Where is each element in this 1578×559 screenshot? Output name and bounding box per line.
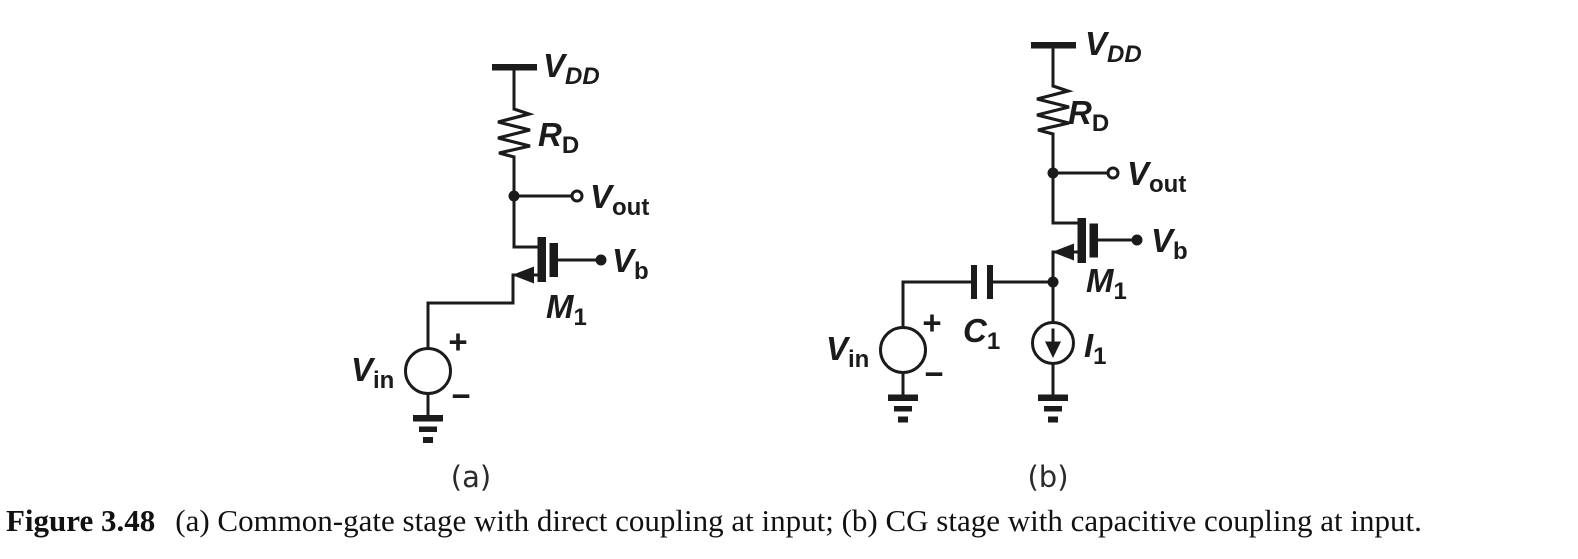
vdd-label: VDD bbox=[543, 47, 600, 90]
drain-lead bbox=[1051, 171, 1080, 225]
figure-caption-text: (a) Common-gate stage with direct coupli… bbox=[175, 503, 1422, 538]
channel-bar bbox=[1077, 218, 1086, 263]
coupling-capacitor-c1 bbox=[971, 265, 993, 299]
vout-label: Vout bbox=[1127, 155, 1186, 198]
source-wire bbox=[426, 273, 515, 350]
ground-bar-1 bbox=[1038, 394, 1068, 401]
ground-bar-3 bbox=[898, 416, 908, 423]
i1-label: I1 bbox=[1084, 327, 1107, 370]
vdd-rail bbox=[1031, 42, 1076, 49]
m1-label: M1 bbox=[546, 288, 587, 331]
ground-bar-2 bbox=[894, 406, 912, 412]
resistor-rd bbox=[497, 107, 535, 159]
c1-label: C1 bbox=[963, 312, 1000, 355]
i1-ground-symbol bbox=[1038, 362, 1068, 423]
vin-source: + − bbox=[879, 304, 944, 392]
source-arrow bbox=[512, 266, 534, 284]
sublabel-b: (b) bbox=[1027, 460, 1068, 494]
gate-terminal-dot bbox=[595, 254, 607, 266]
figure-caption: Figure 3.48 (a) Common-gate stage with di… bbox=[6, 503, 1576, 539]
current-source-i1 bbox=[1031, 321, 1075, 365]
gate-terminal-dot bbox=[1131, 234, 1143, 246]
vin-label: Vin bbox=[351, 351, 394, 394]
mosfet-m1 bbox=[511, 237, 558, 284]
cap-to-vin-wire bbox=[901, 280, 973, 329]
source-node-dot bbox=[1047, 276, 1059, 288]
vdd-rail bbox=[492, 64, 537, 71]
vin-source-circle bbox=[404, 347, 452, 395]
m1-label: M1 bbox=[1086, 262, 1127, 305]
mosfet-m1 bbox=[1051, 218, 1098, 263]
resistor-rd bbox=[1036, 84, 1074, 136]
ground-bar-1 bbox=[413, 415, 443, 422]
vin-source-circle bbox=[879, 326, 927, 374]
ground-symbol bbox=[413, 392, 443, 443]
vb-label: Vb bbox=[1151, 222, 1188, 265]
ground-bar-2 bbox=[1044, 406, 1062, 412]
vin-ground-symbol bbox=[888, 371, 918, 423]
gate-bar bbox=[549, 243, 558, 277]
minus-sign: − bbox=[451, 377, 470, 414]
ground-bar-3 bbox=[423, 437, 433, 443]
vin-source: + − bbox=[404, 323, 471, 414]
channel-bar bbox=[537, 237, 546, 282]
vdd-label: VDD bbox=[1085, 25, 1142, 68]
cap-plate-right bbox=[987, 265, 993, 299]
circuit-a: VDD RD Vout M1 Vb + − Vin bbox=[351, 47, 649, 494]
cap-plate-left bbox=[971, 265, 977, 299]
sublabel-a: (a) bbox=[451, 460, 491, 494]
ground-bar-1 bbox=[888, 394, 918, 401]
ground-bar-2 bbox=[419, 426, 437, 432]
rd-label: RD bbox=[538, 116, 579, 159]
plus-sign: + bbox=[448, 323, 467, 360]
current-arrow-head bbox=[1045, 341, 1061, 358]
minus-sign: − bbox=[924, 355, 943, 392]
output-terminal-circle bbox=[1106, 166, 1120, 180]
ground-bar-3 bbox=[1048, 416, 1058, 423]
drain-lead bbox=[512, 194, 540, 249]
vb-label: Vb bbox=[612, 242, 649, 285]
vout-label: Vout bbox=[590, 178, 649, 221]
circuit-diagram: VDD RD Vout M1 Vb + − Vin bbox=[351, 25, 1188, 494]
output-terminal-circle bbox=[570, 189, 584, 203]
figure-caption-label: Figure 3.48 bbox=[6, 503, 156, 538]
plus-sign: + bbox=[922, 304, 941, 341]
circuit-b: VDD RD Vout M1 Vb C1 bbox=[826, 25, 1188, 494]
vin-label: Vin bbox=[826, 330, 869, 373]
source-arrow bbox=[1052, 243, 1074, 261]
gate-bar bbox=[1089, 223, 1098, 258]
rd-label: RD bbox=[1068, 94, 1109, 137]
